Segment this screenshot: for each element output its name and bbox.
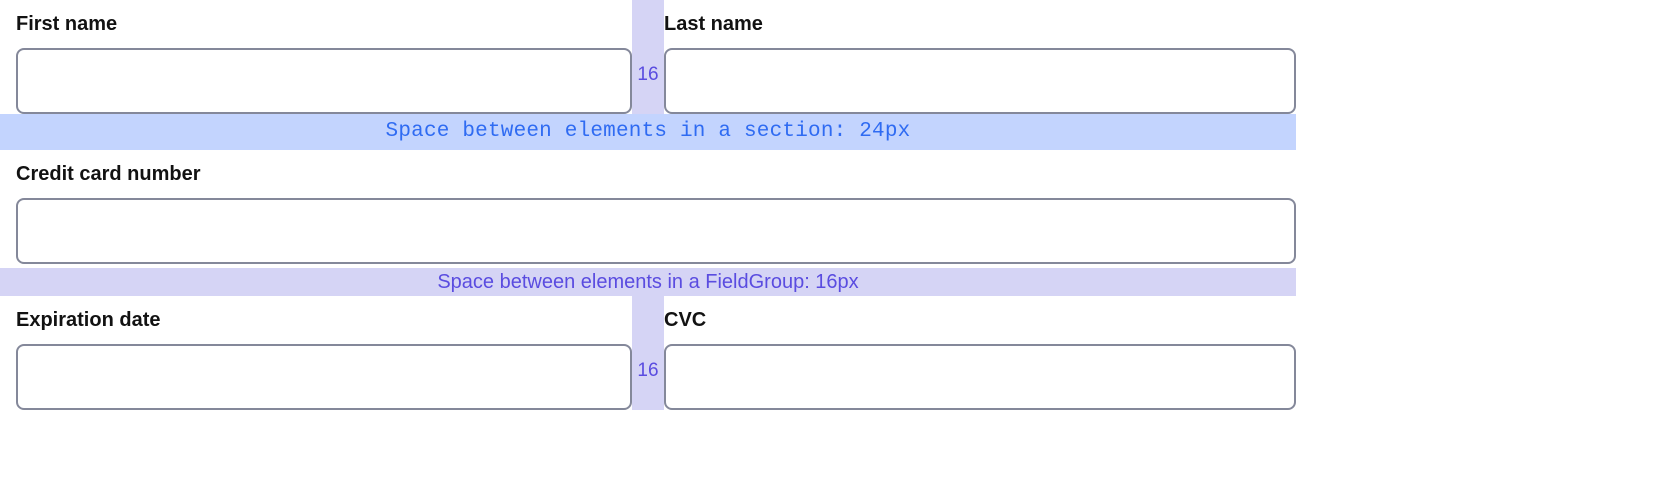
last-name-input-wrap	[664, 48, 1296, 114]
gap-size-label: 16	[637, 64, 659, 85]
fieldgroup-spacing-annotation: Space between elements in a FieldGroup: …	[0, 268, 1296, 296]
gap-size-label: 16	[637, 360, 659, 381]
first-name-input[interactable]	[16, 48, 632, 114]
first-name-field: First name	[0, 0, 632, 114]
cvc-field: CVC	[664, 296, 1296, 410]
first-name-input-wrap	[0, 48, 632, 114]
cvc-input[interactable]	[664, 344, 1296, 410]
credit-card-number-input[interactable]	[16, 198, 1296, 264]
cvc-input-wrap	[664, 344, 1296, 410]
last-name-field: Last name	[664, 0, 1296, 114]
last-name-label: Last name	[664, 13, 763, 35]
first-name-label: First name	[16, 13, 118, 35]
cvc-label: CVC	[664, 309, 707, 331]
last-name-input[interactable]	[664, 48, 1296, 114]
expiration-date-field: Expiration date	[0, 296, 632, 410]
name-field-row: First name 16 Last name	[0, 0, 1296, 114]
credit-card-input-wrap	[0, 198, 1296, 264]
credit-card-field: Credit card number	[0, 150, 1296, 264]
section-spacing-annotation: Space between elements in a section: 24p…	[0, 114, 1296, 150]
credit-card-number-label: Credit card number	[16, 163, 201, 185]
credit-card-field-row: Credit card number	[0, 150, 1296, 264]
expiration-date-input[interactable]	[16, 344, 632, 410]
gap-column-name-row: 16	[632, 0, 664, 114]
gap-column-expiry-row: 16	[632, 296, 664, 410]
expiry-cvc-field-row: Expiration date 16 CVC	[0, 296, 1296, 410]
expiration-date-input-wrap	[0, 344, 632, 410]
expiration-date-label: Expiration date	[16, 309, 161, 331]
